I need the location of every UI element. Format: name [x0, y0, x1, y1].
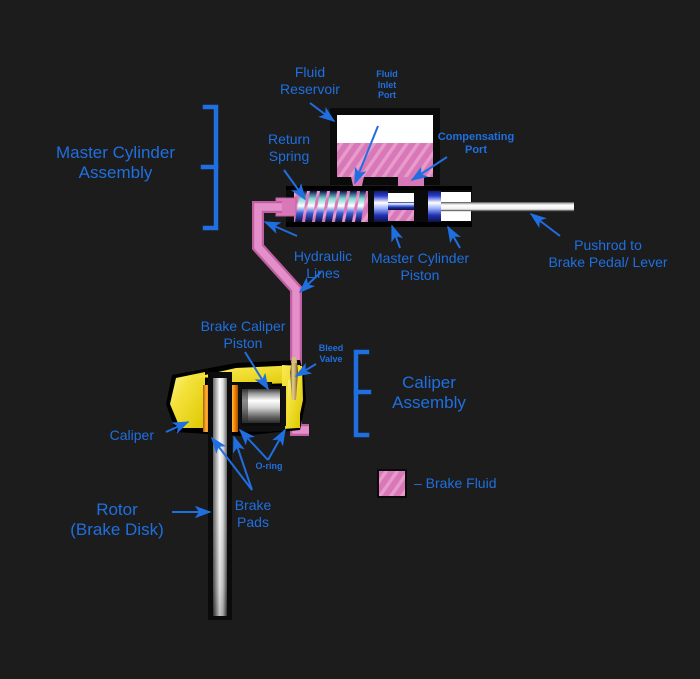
leader-arrows: [165, 102, 561, 519]
master-cylinder-piston: [374, 191, 420, 222]
label-fluid-reservoir: Fluid Reservoir: [280, 64, 340, 97]
label-o-ring: O-ring: [255, 461, 283, 471]
label-brake-pads: Brake Pads: [234, 497, 272, 530]
label-bleed-valve: Bleed Valve: [318, 343, 344, 364]
legend-swatch: [377, 469, 407, 498]
rotor: [208, 372, 232, 620]
label-return-spring: Return Spring: [267, 131, 311, 164]
label-hydraulic-lines: Hydraulic Lines: [293, 248, 353, 281]
label-pushrod: Pushrod to Brake Pedal/ Lever: [548, 237, 668, 270]
label-brake-caliper-piston: Brake Caliper Piston: [200, 318, 286, 351]
caliper-bracket: [353, 349, 372, 438]
brake-caliper-piston: [239, 386, 283, 426]
label-rotor: Rotor (Brake Disk): [70, 500, 164, 540]
label-caliper: Caliper: [109, 427, 154, 443]
caliper-assembly: [166, 357, 306, 436]
brake-pads: [203, 385, 238, 432]
label-compensating-port: Compensating Port: [437, 131, 515, 156]
label-master-cylinder-piston: Master Cylinder Piston: [370, 250, 470, 283]
pushrod: [441, 202, 574, 212]
secondary-piston: [428, 191, 471, 222]
label-caliper-assembly: Caliper Assembly: [392, 373, 466, 413]
legend-label-brake-fluid: – Brake Fluid: [414, 475, 497, 491]
label-fluid-inlet-port: Fluid Inlet Port: [376, 69, 398, 101]
master-cylinder-bracket: [200, 104, 219, 231]
label-master-cylinder-assembly: Master Cylinder Assembly: [55, 143, 176, 183]
return-spring: [295, 191, 366, 222]
o-ring: [236, 386, 286, 431]
fluid-reservoir: [330, 108, 440, 185]
